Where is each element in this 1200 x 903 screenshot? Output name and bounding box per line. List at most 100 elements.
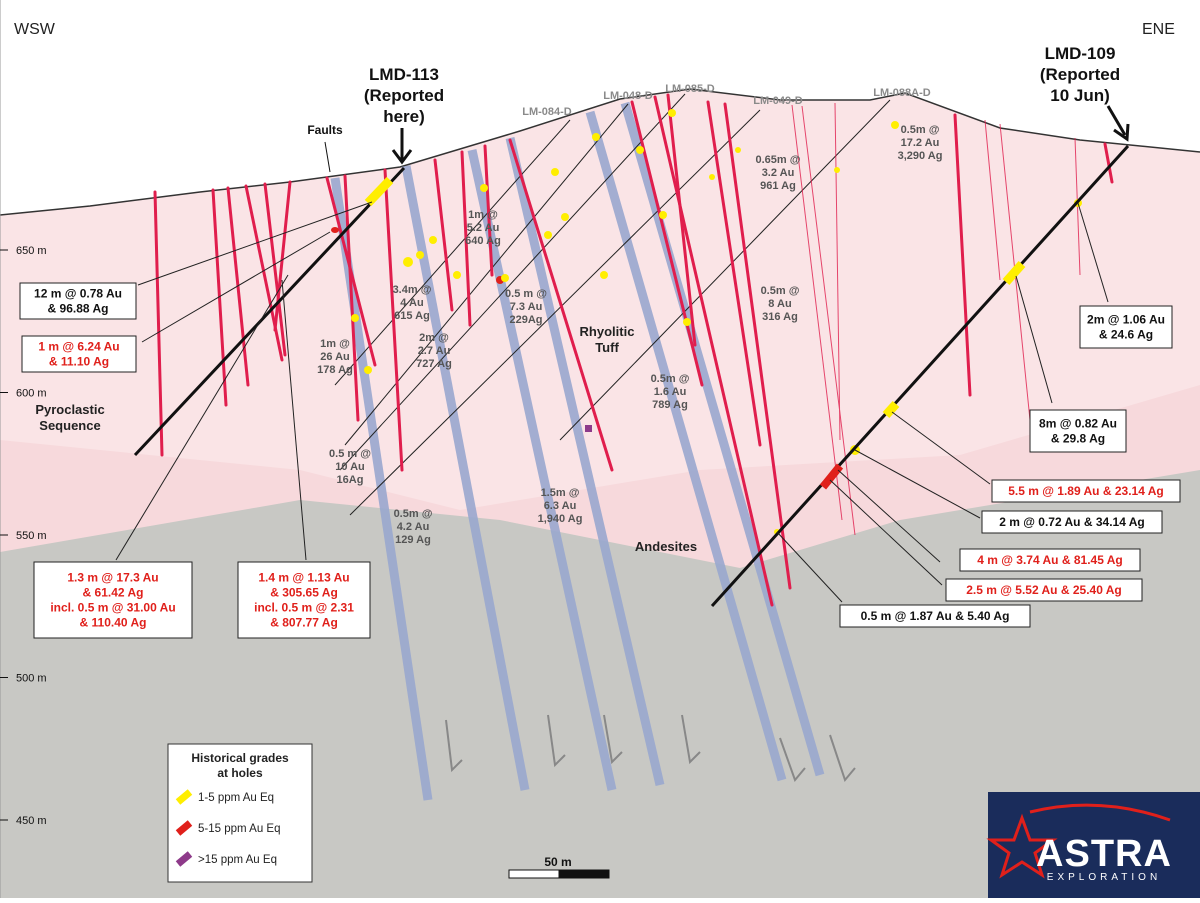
- result-box-text: & 807.77 Ag: [270, 616, 338, 630]
- grade-marker-1-5: [364, 366, 372, 374]
- grade-marker-1-5: [709, 174, 715, 180]
- historical-intercept-note: 129 Ag: [395, 534, 431, 546]
- lmd109-intercept-8m: [1002, 261, 1026, 285]
- legend: Historical grades at holes 1-5 ppm Au Eq…: [167, 743, 313, 883]
- grade-marker-15-plus: [585, 425, 592, 432]
- grade-marker-1-5: [600, 271, 608, 279]
- result-box-text: 2m @ 1.06 Au: [1087, 313, 1165, 327]
- topography-line: [0, 88, 1200, 216]
- grade-marker-1-5: [429, 236, 437, 244]
- vein: [226, 186, 250, 387]
- vein: [433, 158, 454, 312]
- historical-intercept-note: 5.2 Au: [467, 222, 500, 234]
- unit-label-rhyolitic: Tuff: [595, 340, 619, 355]
- historical-intercept-note: 2m @: [419, 332, 449, 344]
- legend-item-label: 1-5 ppm Au Eq: [198, 792, 274, 804]
- leader-line: [837, 469, 941, 563]
- elevation-label: 550 m: [16, 530, 47, 542]
- collar-label: LM-048-D: [603, 90, 653, 102]
- collar-label: LM-049-D: [753, 95, 803, 107]
- logo-star-icon: [986, 813, 1058, 879]
- historical-intercept-note: 0.5 m @: [329, 448, 371, 460]
- logo-background: [988, 792, 1200, 898]
- historical-hole: [585, 110, 787, 782]
- historical-intercept-note: 3,290 Ag: [898, 150, 943, 162]
- hole-arrow: [1106, 105, 1127, 136]
- legend-frame: [167, 743, 313, 883]
- historical-drill-holes: [330, 101, 825, 801]
- result-box-text: & 96.88 Ag: [48, 302, 109, 316]
- legend-title: Historical grades: [191, 751, 289, 765]
- grade-marker-1-5: [551, 168, 559, 176]
- unit-label-pyroclastic: Pyroclastic: [35, 402, 104, 417]
- result-box: [237, 561, 371, 639]
- historical-intercept-note: 1m @: [468, 209, 498, 221]
- result-box: [839, 604, 1031, 628]
- leader-line: [115, 274, 289, 561]
- legend-swatch: [175, 789, 193, 805]
- result-boxes: 12 m @ 0.78 Au& 96.88 Ag1 m @ 6.24 Au& 1…: [19, 282, 1181, 639]
- hole-name: LMD-113: [369, 65, 439, 84]
- thin-vein: [801, 105, 856, 536]
- historical-hole: [620, 101, 825, 777]
- result-box: [981, 510, 1163, 534]
- callout-leaders: [115, 201, 1109, 603]
- historical-intercept-note: 229Ag: [509, 314, 542, 326]
- historical-intercept-note: 0.5m @: [394, 508, 433, 520]
- faults-label: Faults: [307, 123, 343, 137]
- leader-line: [1077, 202, 1109, 303]
- hole-status: 10 Jun): [1050, 86, 1110, 105]
- vein: [653, 95, 774, 607]
- grade-marker-1-5: [403, 257, 413, 267]
- result-box-text: 2 m @ 0.72 Au & 34.14 Ag: [999, 515, 1145, 529]
- result-box-text: & 24.6 Ag: [1099, 328, 1153, 342]
- historical-intercept-note: 961 Ag: [760, 180, 796, 192]
- result-box-text: & 11.10 Ag: [49, 355, 109, 369]
- grade-marker-1-5: [351, 314, 359, 322]
- hole-status: (Reported: [364, 86, 444, 105]
- result-box-text: 4 m @ 3.74 Au & 81.45 Ag: [977, 553, 1123, 567]
- result-box: [21, 335, 137, 373]
- logo-name: ASTRA: [1036, 833, 1172, 875]
- collar-label: LM-088A-D: [873, 87, 931, 99]
- unit-label-pyroclastic: Sequence: [39, 418, 100, 433]
- result-box-text: & 61.42 Ag: [83, 586, 144, 600]
- lmd113-intercept-12m: [364, 176, 394, 207]
- vein: [666, 93, 697, 347]
- legend-items: 1-5 ppm Au Eq5-15 ppm Au Eq>15 ppm Au Eq: [175, 789, 280, 867]
- leader-line: [324, 141, 331, 173]
- arrow-head-icon: [391, 149, 413, 165]
- leader-line: [776, 531, 843, 603]
- grade-marker-5-15: [331, 227, 339, 233]
- grade-marker-1-5: [668, 109, 676, 117]
- inclined-hole: [559, 99, 891, 441]
- vein: [460, 150, 472, 327]
- unit-label-rhyolitic: Rhyolitic: [580, 324, 635, 339]
- historical-intercept-note: 0.5m @: [651, 373, 690, 385]
- historical-intercept-note: 3.4m @: [393, 284, 432, 296]
- grade-marker-1-5: [636, 146, 644, 154]
- hole-header-lmd113: LMD-113 (Reported here): [364, 65, 444, 165]
- result-box-text: 5.5 m @ 1.89 Au & 23.14 Ag: [1008, 484, 1164, 498]
- hole-status: (Reported: [1040, 65, 1120, 84]
- historical-intercept-note: 2.7 Au: [418, 345, 451, 357]
- grade-marker-1-5: [592, 133, 600, 141]
- grade-marker-1-5: [544, 231, 552, 239]
- grade-marker-1-5: [834, 167, 840, 173]
- vein: [508, 138, 614, 472]
- inclined-hole: [344, 103, 629, 446]
- grade-markers: [331, 109, 1082, 535]
- result-box: [959, 548, 1141, 572]
- historical-intercept-note: 4 Au: [400, 297, 423, 309]
- scale-bar: 50 m: [508, 855, 610, 879]
- scale-label: 50 m: [544, 855, 571, 869]
- vein: [263, 182, 287, 357]
- leader-line: [137, 201, 373, 286]
- legend-item-label: >15 ppm Au Eq: [198, 854, 277, 866]
- grade-marker-1-5: [735, 147, 741, 153]
- result-box-text: 12 m @ 0.78 Au: [34, 287, 122, 301]
- result-box-text: 8m @ 0.82 Au: [1039, 417, 1117, 431]
- leader-line: [854, 449, 981, 519]
